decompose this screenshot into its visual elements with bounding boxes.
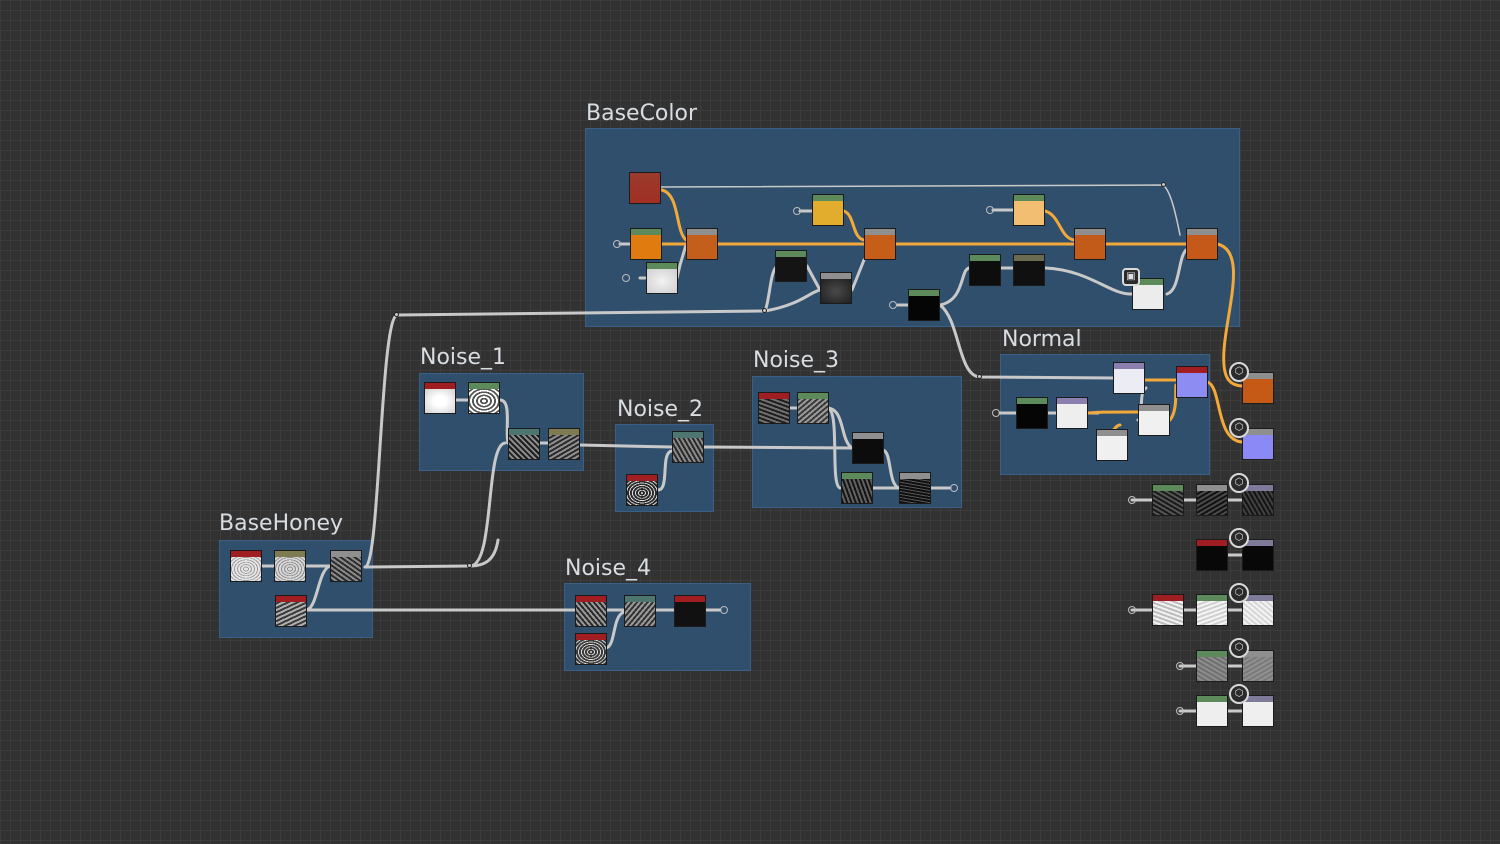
cube-icon: ⬡ [1229, 473, 1249, 493]
noise3-node-2[interactable] [797, 392, 829, 424]
noise1-node-4[interactable] [548, 428, 580, 460]
noise3-node-1[interactable] [758, 392, 790, 424]
normal-node-3[interactable] [1056, 397, 1088, 429]
reroute-dot[interactable] [467, 563, 472, 568]
honey-node-3[interactable] [330, 550, 362, 582]
grunge-node-white[interactable] [646, 262, 678, 294]
roughness-node-b[interactable] [1196, 594, 1228, 626]
frame-title-basehoney: BaseHoney [219, 511, 344, 536]
roughness-node-a[interactable] [1152, 594, 1184, 626]
frame-title-basecolor: BaseColor [586, 101, 698, 126]
honey-node-4[interactable] [275, 595, 307, 627]
metallic-node[interactable] [1196, 539, 1228, 571]
blend-node-2[interactable] [864, 228, 896, 260]
output-opacity[interactable] [1242, 695, 1274, 727]
output-height[interactable] [1242, 484, 1274, 516]
grunge-node-dark-3[interactable] [969, 254, 1001, 286]
normal-node-4[interactable] [1138, 404, 1170, 436]
normal-node-1[interactable] [1113, 362, 1145, 394]
grunge-node-dark-1[interactable] [775, 250, 807, 282]
cube-icon: ⬡ [1229, 528, 1249, 548]
output-socket[interactable] [720, 606, 728, 614]
color-node-red[interactable] [629, 172, 661, 204]
noise4-node-1[interactable] [575, 595, 607, 627]
reroute-dot[interactable] [1161, 182, 1166, 187]
input-socket[interactable] [889, 301, 897, 309]
output-roughness[interactable] [1242, 594, 1274, 626]
frame-title-normal: Normal [1002, 327, 1082, 352]
output-socket[interactable] [950, 484, 958, 492]
noise3-node-3[interactable] [852, 432, 884, 464]
color-node-yellow[interactable] [812, 194, 844, 226]
blend-node-1[interactable] [686, 228, 718, 260]
noise1-node-2[interactable] [468, 382, 500, 414]
cube-icon: ⬡ [1229, 583, 1249, 603]
input-socket[interactable] [1128, 496, 1136, 504]
input-socket[interactable] [622, 274, 630, 282]
color-node-orange[interactable] [630, 228, 662, 260]
blend-node-3[interactable] [1074, 228, 1106, 260]
noise2-node-2[interactable] [626, 474, 658, 506]
honey-node-1[interactable] [230, 550, 262, 582]
blend-node-4[interactable] [1186, 228, 1218, 260]
cube-icon: ⬡ [1229, 362, 1249, 382]
normal-node-5[interactable] [1096, 429, 1128, 461]
height-node-b[interactable] [1196, 484, 1228, 516]
grunge-node-dark-4[interactable] [1013, 254, 1045, 286]
noise1-node-3[interactable] [508, 428, 540, 460]
cube-icon: ⬡ [1229, 418, 1249, 438]
noise4-node-3[interactable] [674, 595, 706, 627]
noise2-node-1[interactable] [672, 431, 704, 463]
color-node-peach[interactable] [1013, 194, 1045, 226]
honey-node-2[interactable] [274, 550, 306, 582]
output-metallic[interactable] [1242, 539, 1274, 571]
frame-title-noise-2: Noise_2 [617, 397, 704, 422]
noise4-node-2[interactable] [624, 595, 656, 627]
input-socket[interactable] [992, 409, 1000, 417]
input-socket[interactable] [1128, 606, 1136, 614]
opacity-node[interactable] [1196, 695, 1228, 727]
input-socket[interactable] [1176, 662, 1184, 670]
noise4-node-4[interactable] [575, 633, 607, 665]
height-node-a[interactable] [1152, 484, 1184, 516]
reroute-dot[interactable] [762, 308, 767, 313]
frame-title-noise-4: Noise_4 [565, 556, 652, 581]
input-socket[interactable] [1176, 707, 1184, 715]
noise3-node-4[interactable] [841, 472, 873, 504]
output-basecolor[interactable] [1242, 372, 1274, 404]
grunge-node-black[interactable] [908, 289, 940, 321]
reroute-dot[interactable] [394, 312, 399, 317]
input-socket[interactable] [986, 206, 994, 214]
frame-title-noise-3: Noise_3 [753, 348, 840, 373]
ao-node[interactable] [1196, 650, 1228, 682]
cube-icon: ⬡ [1229, 684, 1249, 704]
noise1-node-1[interactable] [424, 382, 456, 414]
frame-title-noise-1: Noise_1 [420, 345, 507, 370]
cube-icon: ⬡ [1229, 638, 1249, 658]
grunge-node-dark-2[interactable] [820, 272, 852, 304]
output-ao[interactable] [1242, 650, 1274, 682]
normal-node-dark[interactable] [1016, 397, 1048, 429]
input-socket[interactable] [793, 207, 801, 215]
noise3-node-5[interactable] [899, 472, 931, 504]
input-socket[interactable] [613, 240, 621, 248]
reroute-dot[interactable] [977, 374, 982, 379]
preview-icon[interactable]: ▣ [1122, 268, 1140, 286]
normal-node-2[interactable] [1176, 366, 1208, 398]
